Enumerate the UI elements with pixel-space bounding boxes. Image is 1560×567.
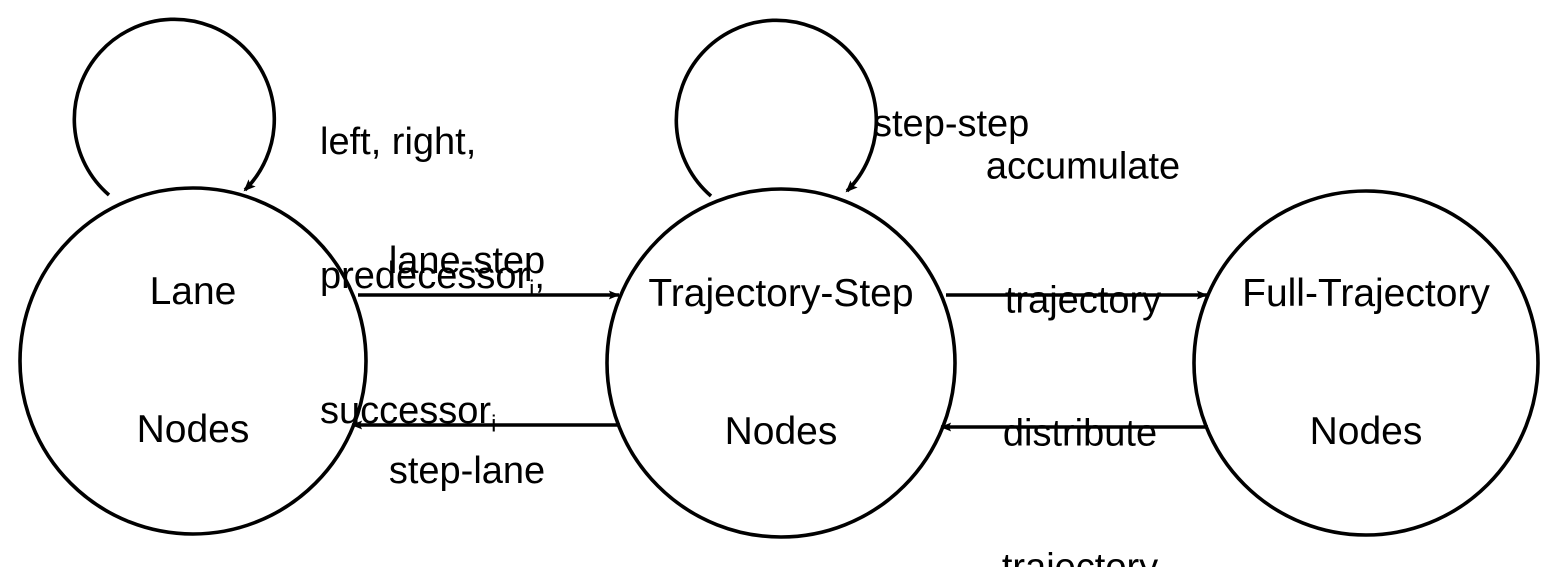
node-circle-lane [18, 186, 368, 536]
self-loop-path-lane [72, 17, 277, 197]
node-circle-full-trajectory [1192, 189, 1540, 537]
node-circle-trajectory-step [605, 187, 957, 539]
self-loop-path-step [674, 18, 879, 198]
